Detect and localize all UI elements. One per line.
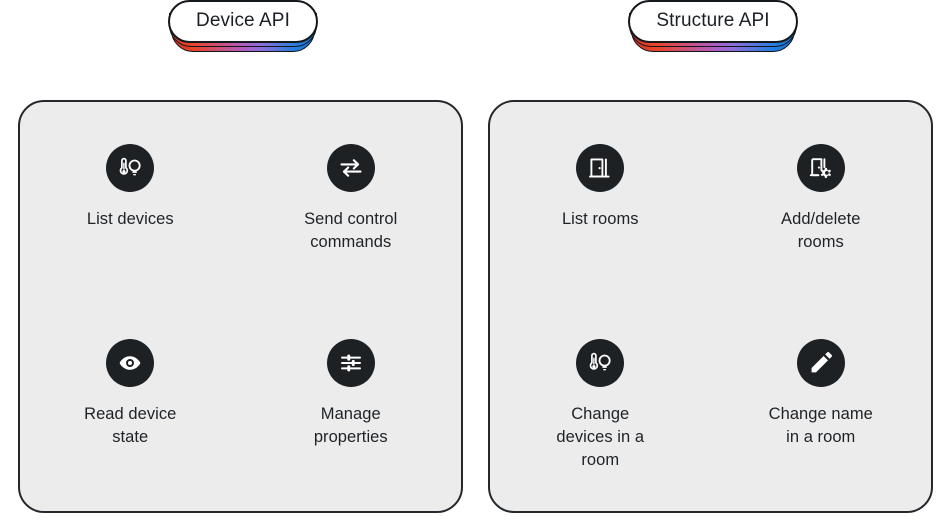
capability-change-name-in-a-room[interactable]: Change name in a room <box>711 307 932 512</box>
device-api-badge-wrap: Device API <box>18 0 468 86</box>
door-gear-icon <box>796 144 845 192</box>
structure-api-title[interactable]: Structure API <box>628 0 798 43</box>
capability-read-device-state[interactable]: Read device state <box>20 307 241 512</box>
capability-label: Read device state <box>84 404 177 446</box>
capability-manage-properties[interactable]: Manage properties <box>241 307 462 512</box>
device-api-grid: List devices Send control commands <box>20 102 461 511</box>
structure-api-badge-stack: Structure API <box>628 0 798 52</box>
structure-api-panel: List rooms Add/del <box>488 100 933 513</box>
structure-api-column: Structure API List rooms <box>488 0 938 532</box>
device-api-title[interactable]: Device API <box>168 0 318 43</box>
thermometer-bulb-icon <box>576 338 625 387</box>
structure-api-badge-wrap: Structure API <box>488 0 938 86</box>
capability-add-delete-rooms[interactable]: Add/delete rooms <box>711 102 932 307</box>
device-api-panel: List devices Send control commands <box>18 100 463 513</box>
capability-label: Send control commands <box>304 210 398 251</box>
capability-label: Change devices in a room <box>556 404 645 469</box>
pencil-edit-icon <box>796 338 845 387</box>
eye-icon <box>106 338 155 387</box>
capability-send-control-commands[interactable]: Send control commands <box>241 102 462 307</box>
capability-label: Manage properties <box>313 404 388 446</box>
capability-change-devices-in-a-room[interactable]: Change devices in a room <box>490 307 711 512</box>
door-icon <box>576 144 625 192</box>
swap-arrows-icon <box>326 144 375 192</box>
sliders-tune-icon <box>326 338 375 387</box>
capability-list-rooms[interactable]: List rooms <box>490 102 711 307</box>
device-api-column: Device API List d <box>18 0 468 532</box>
capability-label: List devices <box>86 210 174 228</box>
capability-label: List rooms <box>561 210 639 228</box>
structure-api-grid: List rooms Add/del <box>490 102 931 511</box>
thermometer-bulb-icon <box>106 144 155 192</box>
capability-list-devices[interactable]: List devices <box>20 102 241 307</box>
capability-label: Add/delete rooms <box>781 210 861 251</box>
device-api-badge-stack: Device API <box>168 0 318 52</box>
capability-label: Change name in a room <box>768 404 873 446</box>
